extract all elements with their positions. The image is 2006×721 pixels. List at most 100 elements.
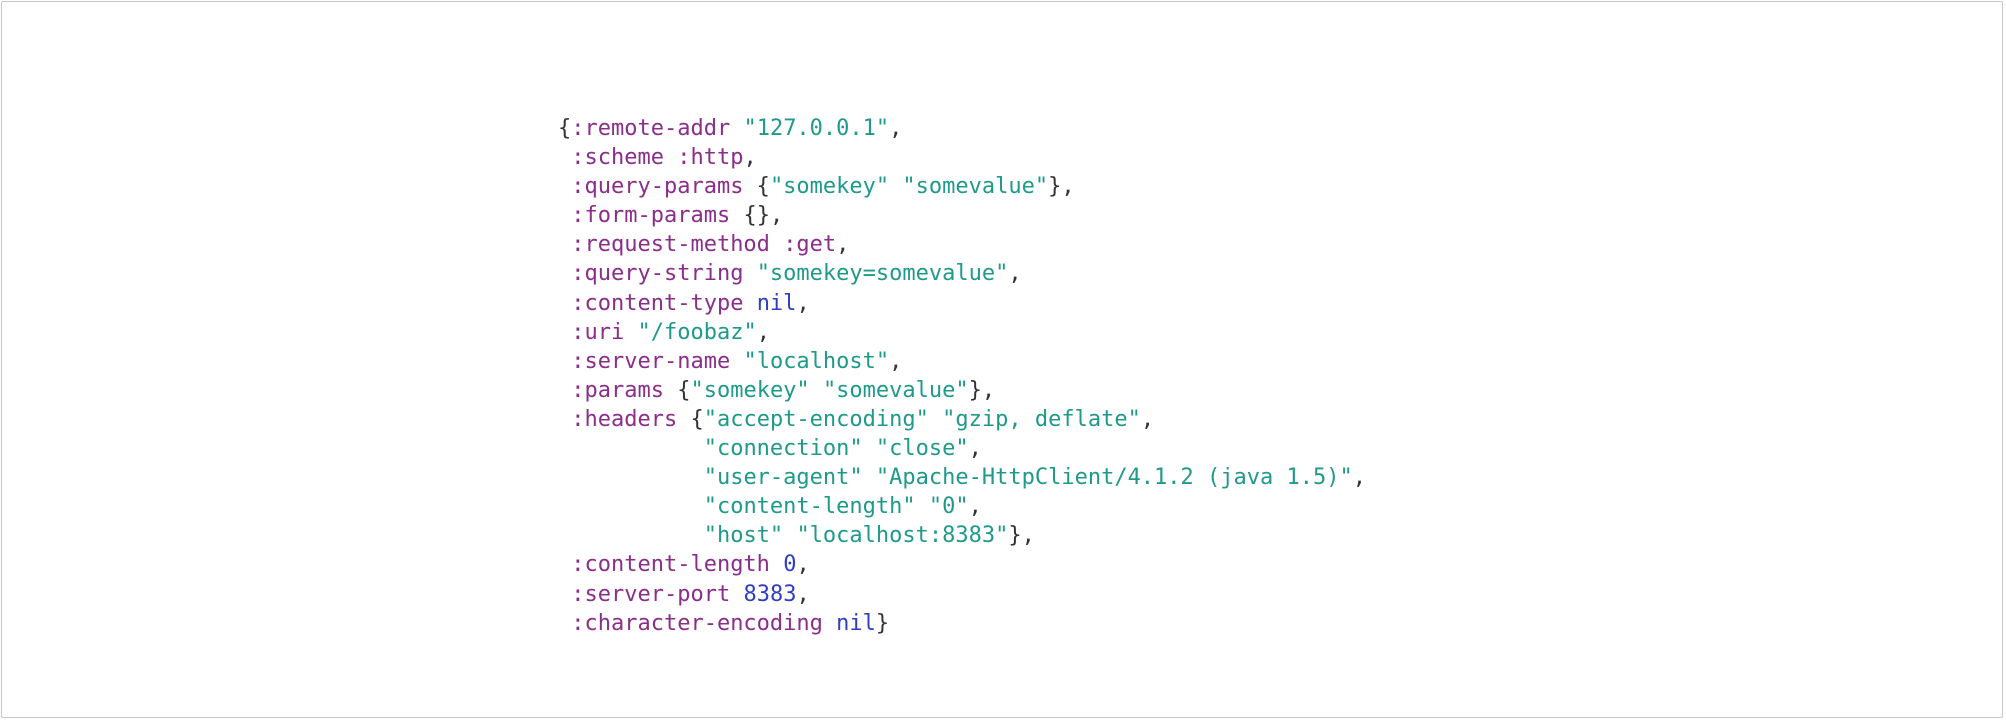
code-line: :content-length 0, [558, 550, 1366, 579]
code-punctuation [730, 349, 743, 374]
code-punctuation [558, 378, 571, 403]
code-keyword: :character-encoding [571, 610, 823, 636]
code-punctuation [770, 552, 783, 577]
code-literal: nil [756, 290, 797, 316]
code-keyword: :server-name [571, 348, 731, 374]
code-punctuation: , [1352, 465, 1366, 491]
code-punctuation: , [889, 348, 903, 374]
code-line: :request-method :get, [558, 230, 1366, 259]
code-punctuation [558, 407, 571, 432]
code-punctuation: , [743, 145, 757, 171]
code-string: "Apache-HttpClient/4.1.2 (java 1.5)" [875, 465, 1353, 491]
code-keyword: :server-port [571, 581, 731, 607]
code-punctuation [770, 232, 783, 257]
code-literal: 0 [783, 552, 797, 578]
code-keyword: :content-length [571, 552, 770, 578]
code-punctuation [863, 436, 876, 461]
code-line: :headers {"accept-encoding" "gzip, defla… [558, 405, 1366, 434]
code-punctuation [624, 320, 637, 345]
code-keyword: :remote-addr [571, 116, 731, 141]
code-line: :query-params {"somekey" "somevalue"}, [558, 172, 1366, 201]
code-line: "connection" "close", [558, 434, 1366, 463]
code-punctuation [558, 494, 704, 519]
code-string: "somekey" [769, 174, 890, 200]
code-punctuation [863, 465, 876, 490]
code-keyword: :uri [571, 319, 625, 345]
code-punctuation: } [875, 610, 890, 636]
code-keyword: :scheme [571, 145, 664, 171]
code-punctuation [664, 145, 677, 170]
code-punctuation: { [558, 116, 572, 141]
code-string: "close" [875, 436, 969, 462]
code-string: "somevalue" [902, 174, 1049, 200]
code-string: "host" [703, 523, 784, 549]
code-keyword: :content-type [571, 290, 744, 316]
code-punctuation: , [756, 319, 770, 345]
code-punctuation [558, 320, 571, 345]
code-line: :content-type nil, [558, 289, 1366, 318]
code-punctuation: , [968, 436, 982, 462]
code-line: :query-string "somekey=somevalue", [558, 259, 1366, 288]
code-keyword: :request-method [571, 232, 770, 258]
code-keyword: :query-params [571, 174, 744, 200]
code-punctuation [558, 261, 571, 286]
code-punctuation [783, 523, 796, 548]
code-string: "127.0.0.1" [743, 116, 890, 141]
code-line: "user-agent" "Apache-HttpClient/4.1.2 (j… [558, 463, 1366, 492]
code-punctuation: , [836, 232, 850, 258]
code-punctuation [558, 523, 704, 548]
code-string: "somevalue" [822, 377, 969, 403]
code-string: "localhost" [743, 348, 890, 374]
code-string: "somekey=somevalue" [756, 261, 1009, 287]
code-punctuation: , [968, 494, 982, 520]
code-punctuation: }, [1048, 174, 1075, 200]
code-punctuation: { [677, 406, 704, 432]
code-keyword: :form-params [571, 203, 731, 229]
code-keyword: :query-string [571, 261, 744, 287]
code-line: :server-name "localhost", [558, 347, 1366, 376]
code-punctuation [743, 261, 756, 286]
code-line: :server-port 8383, [558, 580, 1366, 609]
code-punctuation: , [796, 290, 810, 316]
code-punctuation [889, 174, 902, 199]
code-punctuation: , [889, 116, 903, 141]
code-punctuation [558, 436, 704, 461]
code-line: :uri "/foobaz", [558, 318, 1366, 347]
code-punctuation [558, 349, 571, 374]
code-line: "content-length" "0", [558, 492, 1366, 521]
code-punctuation: {}, [730, 203, 784, 229]
code-punctuation [558, 552, 571, 577]
code-literal: 8383 [743, 581, 797, 607]
code-punctuation [810, 378, 823, 403]
code-punctuation [558, 232, 571, 257]
code-punctuation [558, 203, 571, 228]
code-keyword: :http [677, 145, 744, 171]
code-punctuation [558, 145, 571, 170]
code-line: :character-encoding nil} [558, 609, 1366, 638]
code-punctuation: , [796, 552, 810, 578]
code-punctuation [823, 611, 836, 636]
code-punctuation [558, 291, 571, 316]
code-punctuation: }, [968, 377, 996, 403]
code-punctuation: { [663, 377, 691, 403]
code-punctuation [558, 611, 571, 636]
code-punctuation: { [743, 174, 770, 200]
code-punctuation [730, 116, 743, 141]
code-punctuation: , [796, 581, 810, 607]
code-string: "gzip, deflate" [942, 406, 1141, 432]
code-string: "accept-encoding" [703, 406, 929, 432]
code-punctuation: , [1008, 261, 1022, 287]
code-line: {:remote-addr "127.0.0.1", [558, 114, 1366, 143]
code-string: "content-length" [703, 494, 916, 520]
code-block: {:remote-addr "127.0.0.1", :scheme :http… [558, 114, 1366, 638]
code-string: "somekey" [690, 377, 810, 403]
code-punctuation [743, 291, 756, 316]
code-keyword: :headers [571, 406, 678, 432]
code-punctuation [916, 494, 929, 519]
code-line: :params {"somekey" "somevalue"}, [558, 376, 1366, 405]
code-punctuation [929, 407, 942, 432]
code-keyword: :get [783, 232, 837, 258]
code-string: "user-agent" [703, 465, 863, 491]
code-string: "connection" [703, 436, 863, 462]
code-string: "localhost:8383" [796, 523, 1009, 549]
